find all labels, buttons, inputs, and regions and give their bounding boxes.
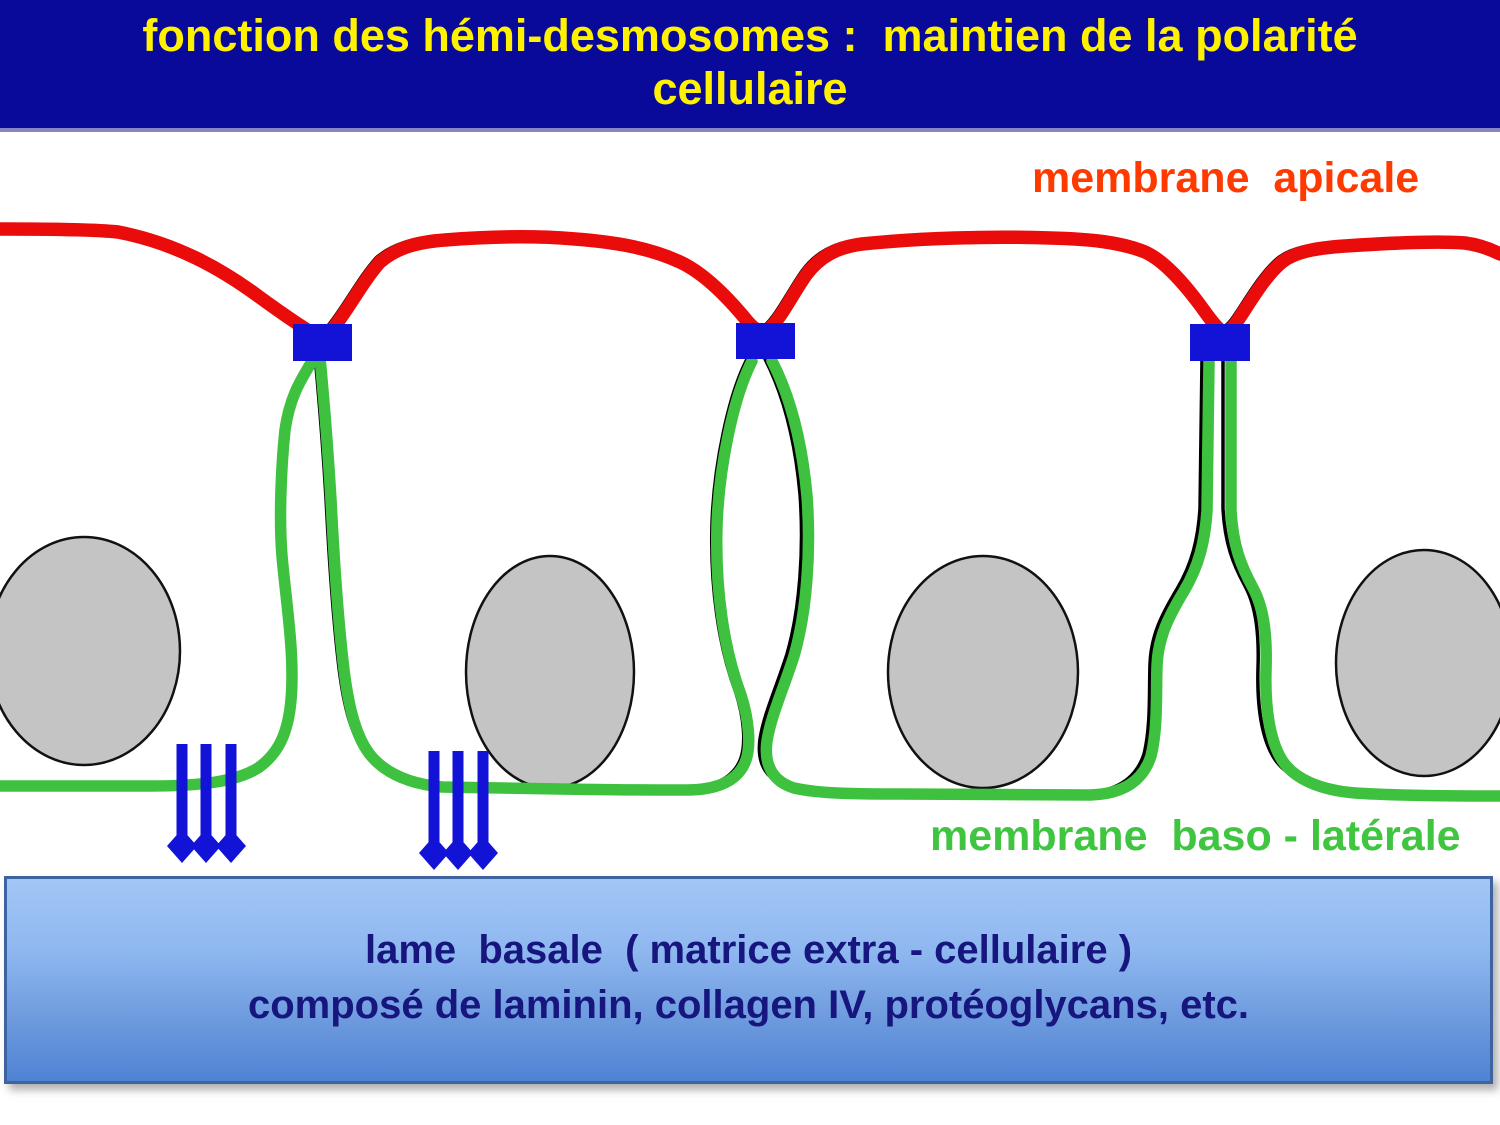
- apical-membrane-label: membrane apicale: [1032, 154, 1420, 202]
- basolateral-membrane-label: membrane baso - latérale: [930, 812, 1461, 860]
- basolateral-membrane-cell3: [760, 355, 1215, 801]
- cell-nucleus-2: [464, 554, 636, 790]
- basolateral-membrane-cell1: [0, 352, 320, 792]
- apical-membrane-line: [0, 222, 1500, 344]
- basal-lamina-text-line2: composé de laminin, collagen IV, protéog…: [247, 983, 1250, 1027]
- basal-lamina-band: lame basale ( matrice extra - cellulaire…: [4, 876, 1493, 1084]
- junction-rects: [293, 323, 1250, 361]
- cell-nucleus-4: [1334, 548, 1500, 778]
- anchoring-arrows-group-2: [419, 751, 498, 870]
- anchoring-arrow: [191, 744, 221, 863]
- cell-nucleus-3: [886, 554, 1080, 790]
- nuclei-group: [0, 535, 1500, 790]
- cell-nucleus-1: [0, 535, 182, 767]
- anchoring-arrow: [167, 744, 197, 863]
- anchoring-arrow: [443, 751, 473, 870]
- slide-title-line2: cellulaire: [652, 63, 848, 114]
- junction-rect-3: [1190, 324, 1250, 361]
- slide-title-line1: fonction des hémi-desmosomes : maintien …: [142, 10, 1358, 61]
- basal-lamina-text-line1: lame basale ( matrice extra - cellulaire…: [364, 928, 1133, 972]
- junction-rect-1: [293, 324, 352, 361]
- basolateral-membrane-cell4: [1225, 355, 1500, 802]
- anchoring-arrow: [216, 744, 246, 863]
- anchoring-arrows-group-1: [167, 744, 246, 863]
- anchoring-arrow: [419, 751, 449, 870]
- title-banner: fonction des hémi-desmosomes : maintien …: [0, 0, 1500, 132]
- basolateral-membranes: [0, 352, 1500, 802]
- junction-rect-2: [736, 323, 795, 359]
- anchoring-arrow: [468, 751, 498, 870]
- basolateral-membrane-cell2: [314, 352, 758, 796]
